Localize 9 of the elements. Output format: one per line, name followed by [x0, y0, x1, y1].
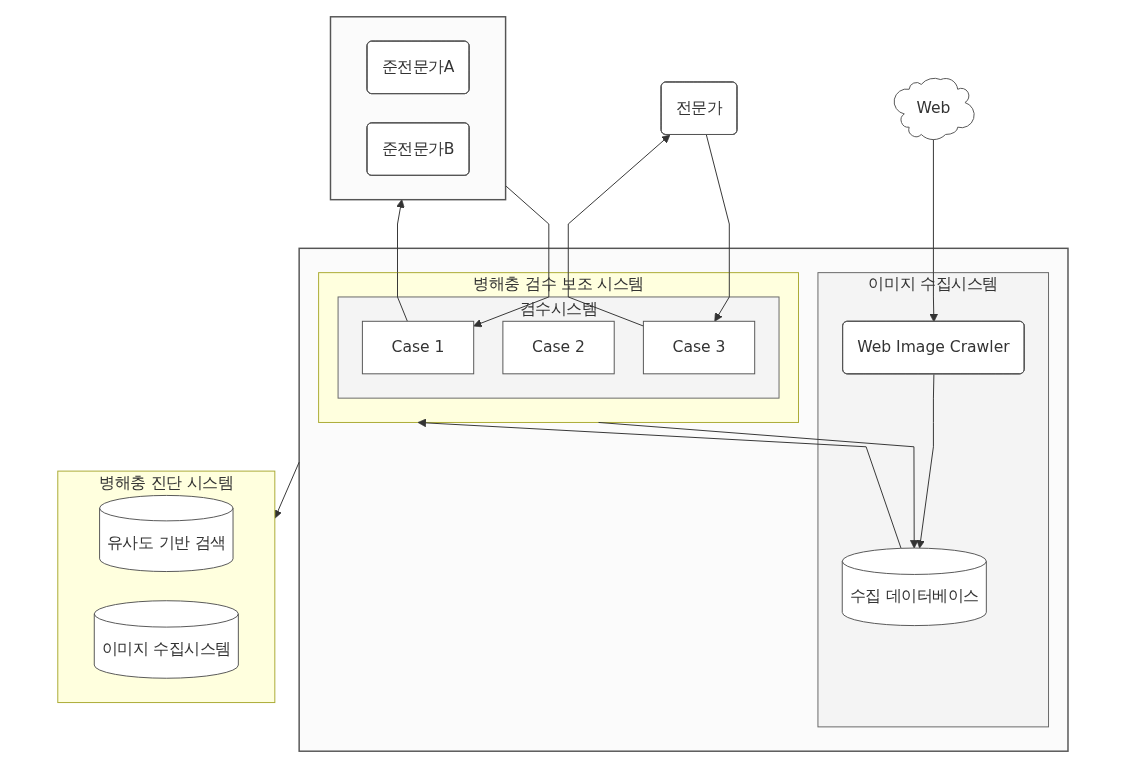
- cluster: [337, 296, 780, 399]
- cluster: [56, 470, 275, 704]
- node-box: [502, 320, 615, 375]
- cluster: [329, 16, 506, 201]
- node-box: [361, 320, 474, 375]
- node-box: [642, 320, 755, 375]
- cluster: [298, 247, 1069, 752]
- cluster: [817, 272, 1049, 728]
- cluster: [317, 272, 799, 423]
